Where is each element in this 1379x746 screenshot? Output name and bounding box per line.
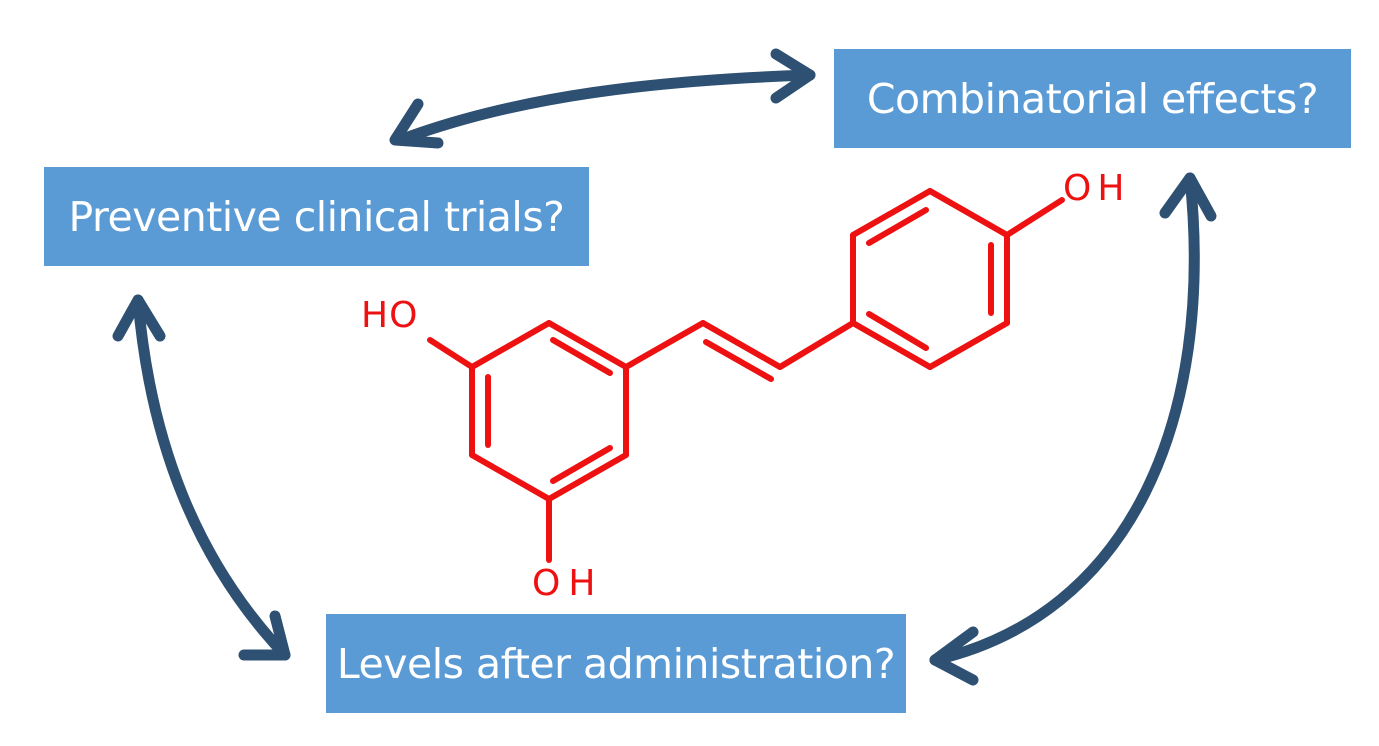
vinyl-bond bbox=[700, 320, 783, 370]
vinyl-double-bond bbox=[703, 339, 774, 382]
hydroxyl-left-label: HO bbox=[361, 295, 419, 336]
hydroxyl-bottom-label: OH bbox=[532, 563, 604, 604]
ring-b-bond bbox=[850, 320, 933, 370]
bond-oh-top-right bbox=[1004, 197, 1065, 238]
combinatorial-effects-box: Combinatorial effects? bbox=[834, 49, 1351, 148]
arrow-combinatorial-levels bbox=[929, 172, 1217, 686]
arrow-preventive-levels bbox=[112, 294, 291, 661]
vinyl-bond bbox=[623, 320, 706, 370]
combinatorial-effects-label: Combinatorial effects? bbox=[866, 74, 1319, 123]
ring-b-double-bond bbox=[866, 207, 929, 246]
ring-b-double-bond bbox=[866, 311, 929, 351]
arrow-preventive-combinatorial bbox=[389, 48, 816, 149]
ring-b-bond bbox=[850, 188, 933, 238]
ring-a-double-bond bbox=[550, 445, 613, 484]
ring-a-double-bond bbox=[550, 337, 613, 376]
hydroxyl-top-right-label: OH bbox=[1063, 168, 1131, 209]
preventive-clinical-trials-box: Preventive clinical trials? bbox=[44, 167, 589, 266]
vinyl-bond bbox=[777, 320, 856, 370]
ring-a-bond bbox=[546, 452, 629, 502]
levels-after-administration-box: Levels after administration? bbox=[326, 614, 906, 713]
preventive-clinical-trials-label: Preventive clinical trials? bbox=[68, 192, 565, 241]
ring-b-bond bbox=[927, 320, 1010, 370]
bond-ho-left bbox=[427, 337, 475, 370]
ring-b-bond bbox=[927, 188, 1010, 238]
ring-a-bond bbox=[469, 452, 552, 502]
levels-after-administration-label: Levels after administration? bbox=[336, 639, 896, 688]
ring-a-bond bbox=[546, 320, 629, 370]
ring-a-bond bbox=[469, 320, 552, 370]
